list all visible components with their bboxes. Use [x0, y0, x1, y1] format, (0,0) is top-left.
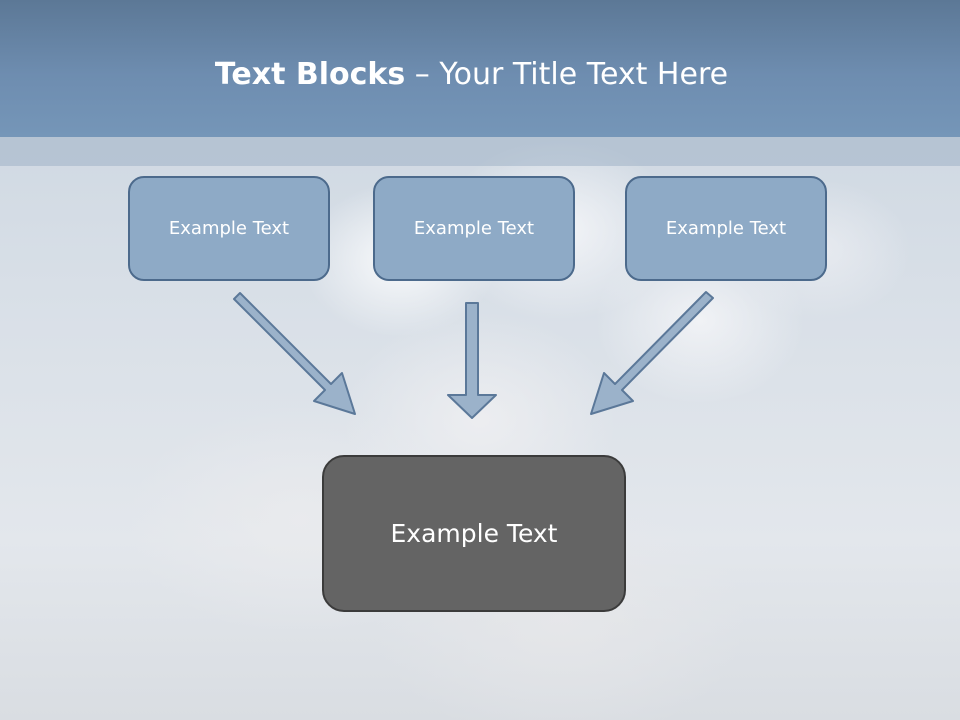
text-block-center[interactable]: Example Text: [373, 176, 575, 281]
text-block-left-label: Example Text: [168, 218, 290, 239]
arrow-center-down: [447, 302, 497, 419]
text-block-left[interactable]: Example Text: [128, 176, 330, 281]
arrow-left-diagonal: [233, 292, 356, 415]
title-bar: [0, 0, 960, 137]
text-block-center-label: Example Text: [413, 218, 535, 239]
slide-title: Text Blocks – Your Title Text Here: [0, 52, 943, 98]
title-rest: Your Title Text Here: [439, 57, 729, 92]
arrow-right-diagonal: [590, 291, 714, 415]
result-block-label: Example Text: [390, 519, 558, 548]
title-dash: –: [405, 57, 440, 92]
result-block[interactable]: Example Text: [322, 455, 626, 612]
header-band: [0, 137, 960, 166]
text-block-right[interactable]: Example Text: [625, 176, 827, 281]
text-block-right-label: Example Text: [665, 218, 787, 239]
title-bold: Text Blocks: [214, 57, 406, 92]
